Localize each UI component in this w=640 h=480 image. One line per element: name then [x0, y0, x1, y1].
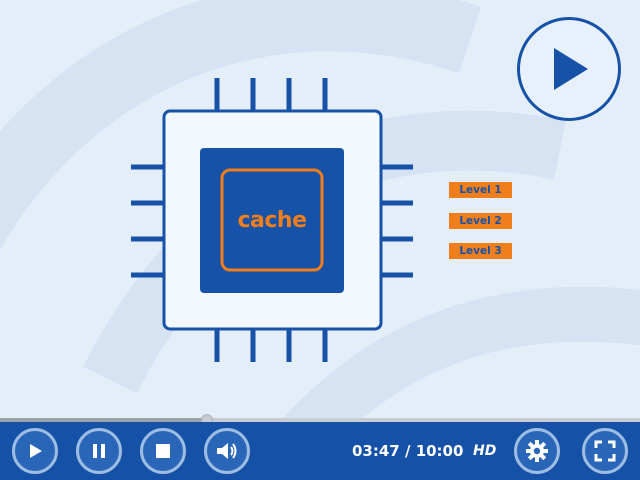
progress-played	[0, 418, 207, 422]
quality-badge[interactable]: HD	[473, 443, 497, 459]
current-time: 03:47	[352, 442, 400, 460]
stop-icon	[156, 444, 170, 458]
pause-icon	[93, 444, 105, 458]
volume-icon	[217, 443, 237, 459]
fullscreen-button[interactable]	[582, 428, 628, 474]
settings-button[interactable]	[514, 428, 560, 474]
time-display: 03:47 / 10:00	[352, 422, 463, 480]
play-icon	[30, 444, 42, 458]
volume-button[interactable]	[204, 428, 250, 474]
cache-label: cache	[237, 207, 307, 233]
time-separator: /	[399, 442, 416, 460]
gear-icon	[526, 440, 548, 462]
video-stage[interactable]: cache Level 1 Level 2 Level 3	[0, 0, 640, 420]
fullscreen-icon	[594, 440, 616, 462]
control-bar: 03:47 / 10:00 HD	[0, 422, 640, 480]
level-2-label: Level 2	[449, 213, 512, 229]
big-play-button[interactable]	[517, 17, 621, 121]
level-1-label: Level 1	[449, 182, 512, 198]
pause-button[interactable]	[76, 428, 122, 474]
play-button[interactable]	[12, 428, 58, 474]
duration: 10:00	[415, 442, 464, 460]
play-icon	[554, 48, 588, 90]
stop-button[interactable]	[140, 428, 186, 474]
cpu-chip	[131, 78, 413, 362]
level-3-label: Level 3	[449, 243, 512, 259]
